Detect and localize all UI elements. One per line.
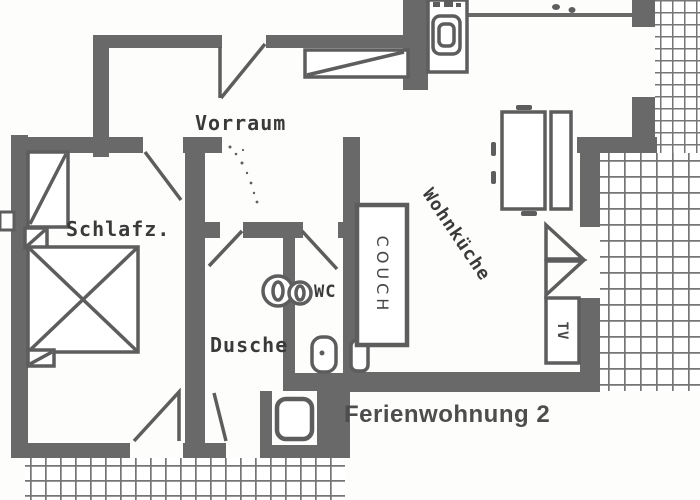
- toilet-icon: [310, 335, 338, 374]
- kitchen-sink-icon: [431, 14, 462, 56]
- shower-door: [207, 229, 244, 268]
- room-label-wc: WC: [314, 282, 337, 302]
- plan-title: Ferienwohnung 2: [344, 401, 551, 428]
- bench: [549, 110, 573, 211]
- bedroom-terrace-door: [132, 387, 181, 443]
- washbasins: [261, 274, 313, 308]
- balcony-french-door: [544, 221, 588, 299]
- room-label-hall: Vorraum: [195, 111, 287, 135]
- room-label-bedroom: Schlafz.: [66, 217, 171, 241]
- bedroom-door: [143, 150, 183, 202]
- chair-marks: [491, 105, 537, 216]
- couch-label: COUCH: [373, 235, 392, 315]
- scan-specks: [228, 4, 576, 204]
- shower-tray: [272, 391, 317, 445]
- bedroom-wardrobe: [26, 150, 70, 229]
- double-bed: [26, 245, 140, 354]
- entry-door: [218, 42, 267, 100]
- kitchen-counter: [426, 0, 469, 74]
- tv-label: TV: [554, 321, 570, 341]
- terrace-tiles-bottom: [25, 458, 345, 500]
- couch-outline: [354, 202, 410, 348]
- wc-door: [300, 229, 339, 271]
- dining-table: [500, 110, 547, 211]
- nightstand: [23, 226, 49, 250]
- hall-wardrobe: [303, 48, 410, 79]
- room-label-shower: Dusche: [210, 333, 289, 357]
- walls: [11, 0, 657, 458]
- shower-terrace-door: [212, 392, 228, 442]
- balcony-tiles-right: [600, 0, 700, 391]
- tv-cabinet: [544, 296, 581, 365]
- nightstand: [26, 348, 56, 368]
- window-left-icon: [0, 210, 16, 232]
